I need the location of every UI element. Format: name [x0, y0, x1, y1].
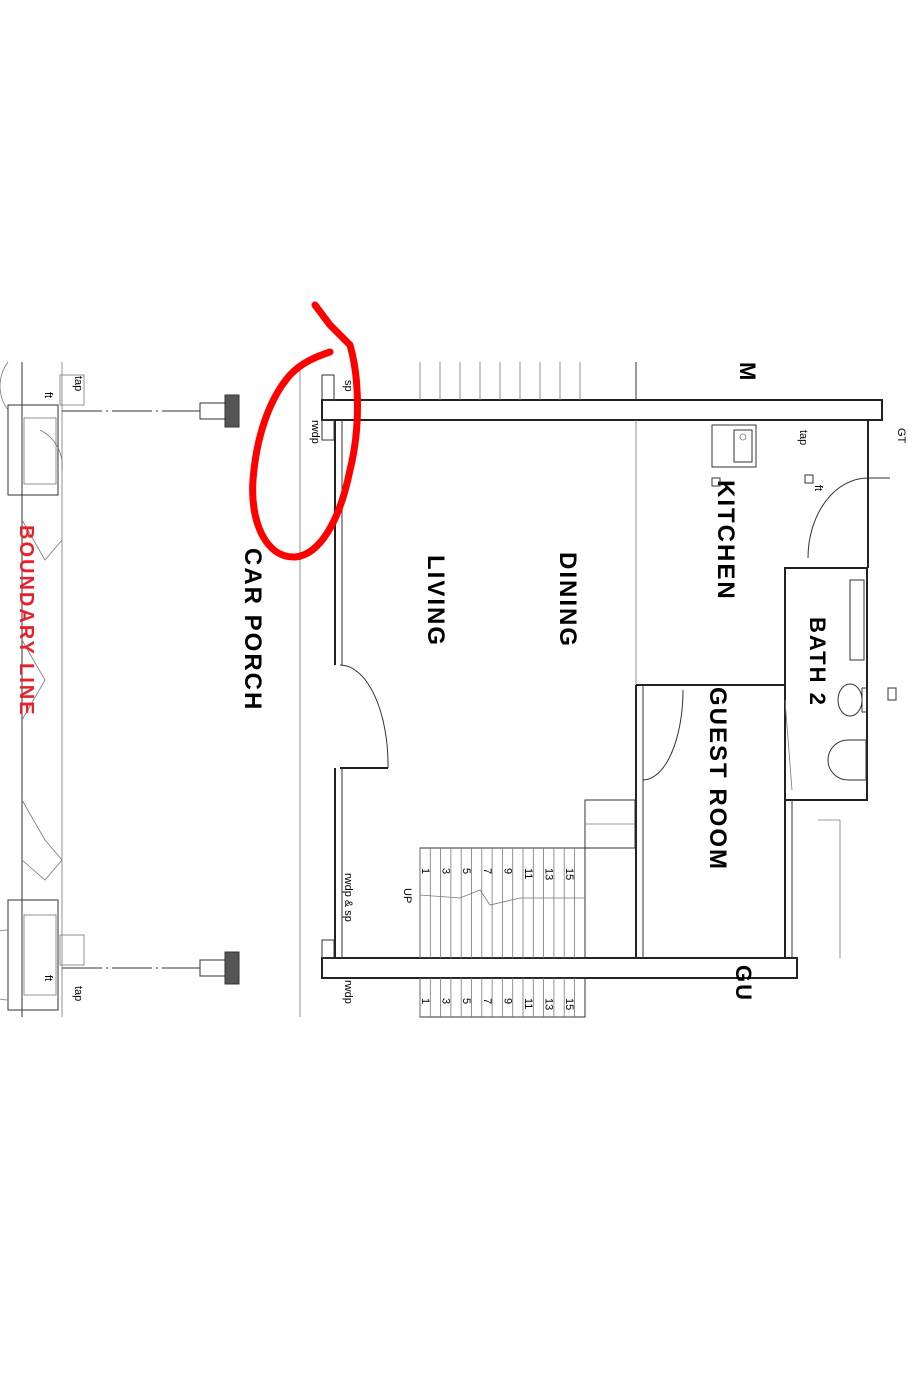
tap-label-bottom: tap: [72, 986, 84, 1001]
stair-step-number: 15: [563, 998, 575, 1010]
rwdp-label-bottom: rwdp: [342, 980, 354, 1004]
ft-label-top: ft: [42, 392, 54, 398]
stair-step-number: 7: [481, 998, 493, 1004]
stair-step-number: 3: [440, 868, 452, 874]
plan-area: [0, 362, 915, 1017]
stair-step-number: 3: [440, 998, 452, 1004]
rwdp-pipe-top-2: [321, 419, 335, 441]
rwdp-label-top: rwdp: [309, 420, 321, 444]
partial-room-top-label: M: [735, 362, 760, 382]
stair-step-number: 15: [563, 868, 575, 880]
red-annotation-circle: [249, 301, 361, 561]
sp-label-top: sp: [342, 380, 354, 392]
stair-step-number: 9: [501, 868, 513, 874]
car-porch-label: CAR PORCH: [239, 548, 266, 711]
sliding-gate-top: [62, 394, 240, 428]
up-label: UP: [401, 888, 413, 903]
boundary-zone: [0, 361, 85, 1017]
kitchen-sink: [711, 424, 814, 487]
stair-step-number: 5: [460, 868, 472, 874]
stair-step-number: 5: [460, 998, 472, 1004]
sliding-gate-bottom: [62, 951, 240, 985]
bath2-label: BATH 2: [805, 617, 830, 707]
dining-label: DINING: [554, 552, 581, 648]
kitchen-label: KITCHEN: [712, 480, 739, 601]
stair-step-number: 13: [543, 868, 555, 880]
stair-step-number: 11: [522, 868, 534, 879]
tap-label-kitchen: tap: [797, 430, 809, 445]
bath-fixtures: [784, 579, 897, 791]
ft-label-kitchen: ft: [812, 485, 824, 491]
partial-room-bottom-label: GU: [731, 965, 756, 1002]
living-label: LIVING: [422, 555, 449, 647]
stair-step-number: 1: [419, 998, 431, 1004]
stair-step-number: 7: [481, 868, 493, 874]
stair-top-partial: [419, 362, 581, 400]
rwdp-pipe-top: [321, 374, 335, 401]
stair-step-number: 13: [543, 998, 555, 1010]
ft-label-bottom: ft: [42, 975, 54, 981]
stair-step-number: 1: [419, 868, 431, 874]
rwdp-pipe-bottom: [321, 939, 335, 959]
tap-label-top: tap: [72, 376, 84, 391]
stair-step-number: 9: [501, 998, 513, 1004]
rwdp-sp-label: rwdp & sp: [342, 873, 354, 922]
gt-label: GT: [895, 428, 907, 444]
guest-room-label: GUEST ROOM: [704, 687, 731, 871]
stair-step-number: 11: [522, 998, 534, 1009]
boundary-line-label: BOUNDARY LINE: [15, 525, 37, 717]
